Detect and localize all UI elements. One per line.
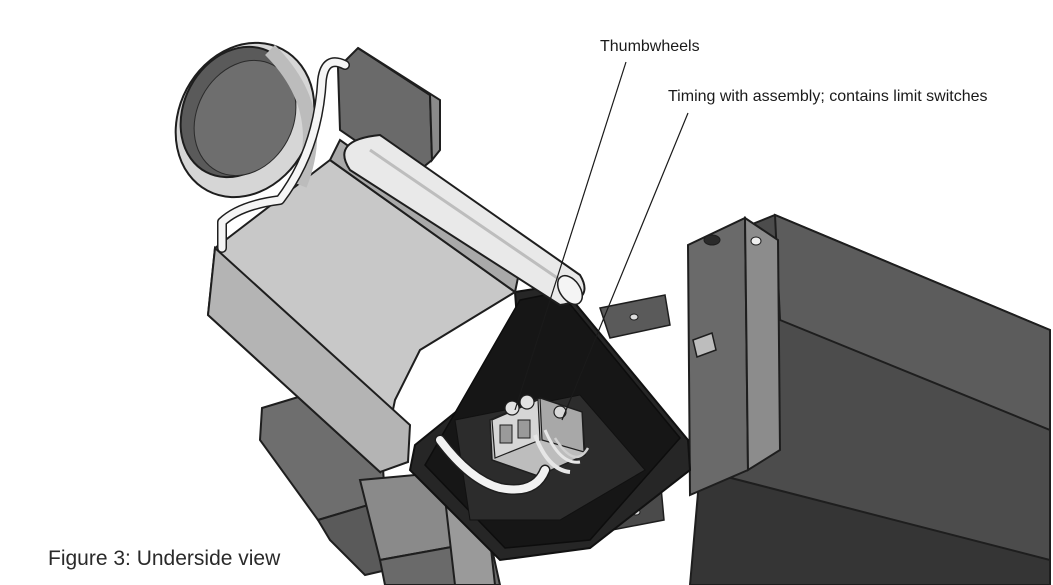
thumbwheels-leader — [514, 61, 627, 411]
callout-thumbwheels: Thumbwheels — [600, 38, 700, 55]
upper-block — [336, 46, 441, 180]
timing-leader — [561, 112, 689, 421]
frame-rail — [688, 213, 1051, 585]
callout-timing-assembly: Timing with assembly; contains limit swi… — [668, 88, 988, 105]
lamp-head — [174, 41, 317, 199]
switch-assembly — [489, 394, 590, 477]
upright-post — [686, 216, 782, 497]
lamp-tube — [343, 133, 586, 307]
figure-caption: Figure 3: Underside view — [48, 547, 281, 570]
